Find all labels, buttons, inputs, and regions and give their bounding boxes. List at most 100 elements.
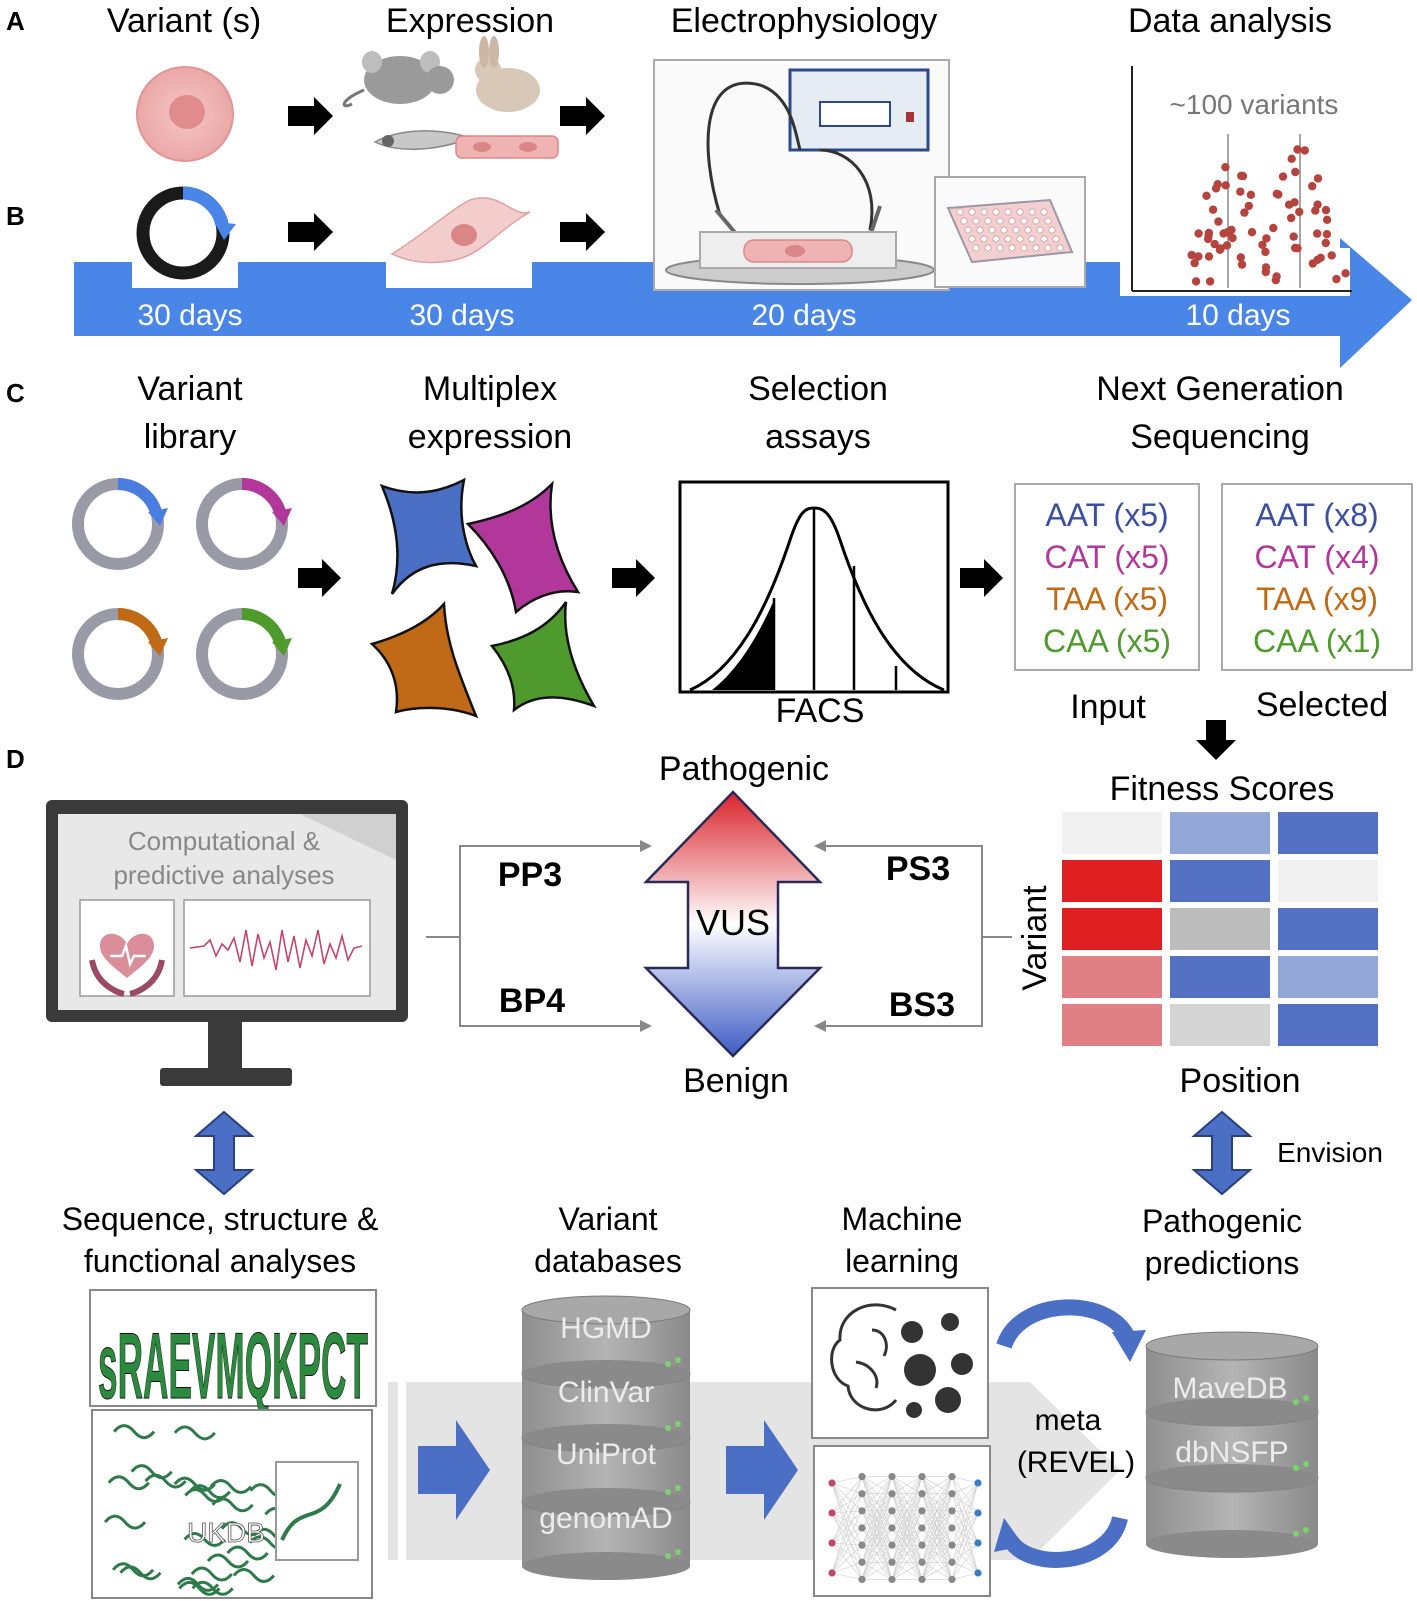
nn-edge xyxy=(861,1510,893,1580)
scatter-point xyxy=(1322,215,1332,224)
multiplex-title: Multiplex xyxy=(423,370,557,408)
nn-node xyxy=(974,1479,982,1487)
scatter-point xyxy=(1284,200,1294,209)
nn-edge xyxy=(831,1542,863,1546)
sequence-logo: sRAEVMQKPCT xyxy=(98,1313,368,1418)
well xyxy=(964,226,972,234)
arrow-icon xyxy=(560,213,605,251)
scatter-point xyxy=(1300,146,1310,155)
nn-edge xyxy=(831,1512,863,1563)
meta-label: meta xyxy=(1035,1404,1102,1437)
well xyxy=(1056,244,1064,252)
panel-label-c: C xyxy=(6,378,25,408)
nn-edge xyxy=(861,1562,893,1580)
scatter-point xyxy=(1321,205,1331,215)
sequence-logo-image xyxy=(89,1289,377,1407)
nn-node xyxy=(948,1507,956,1515)
nn-edge xyxy=(831,1476,863,1484)
db-status-led xyxy=(1303,1395,1309,1401)
cell-nucleus-icon xyxy=(169,95,205,129)
db-status-led xyxy=(675,1549,681,1555)
nn-node xyxy=(918,1472,926,1481)
nn-node xyxy=(918,1507,926,1515)
position-axis-label: Position xyxy=(1180,1062,1301,1100)
protein-ribbon xyxy=(191,1580,234,1596)
computational-label-2: predictive analyses xyxy=(113,860,334,890)
scatter-point xyxy=(1262,234,1271,243)
db-hgmd: HGMD xyxy=(560,1312,652,1345)
well xyxy=(1028,208,1036,216)
nn-edge xyxy=(831,1493,863,1574)
scatter-point xyxy=(1191,277,1201,286)
db-status-led xyxy=(665,1425,671,1431)
db-status-led xyxy=(675,1485,681,1491)
arrow-icon xyxy=(298,559,341,597)
mouse-icon xyxy=(342,51,454,108)
nn-node xyxy=(828,1539,836,1547)
nn-edge xyxy=(921,1476,953,1494)
nn-edge xyxy=(891,1476,923,1494)
nn-edge xyxy=(831,1510,863,1514)
nn-edge xyxy=(921,1476,953,1546)
scatter-point xyxy=(1293,145,1302,154)
criteria-bs3: BS3 xyxy=(889,986,955,1024)
heatmap-cell xyxy=(1062,908,1162,950)
pathogenic-predictions-title-2: predictions xyxy=(1145,1245,1300,1281)
nn-edge xyxy=(951,1493,979,1514)
cycle-arrow-top xyxy=(996,1299,1136,1350)
vus-double-arrow xyxy=(643,790,823,1058)
well xyxy=(1032,217,1040,225)
well xyxy=(1040,208,1048,216)
nn-edge xyxy=(951,1512,979,1580)
variant-databases-stack xyxy=(521,1295,691,1580)
variant-databases-title: Variant xyxy=(558,1201,657,1237)
flow-arrow-icon xyxy=(418,1420,490,1520)
heatmap-cell xyxy=(1170,956,1270,998)
db-genomad: genomAD xyxy=(539,1502,672,1535)
nn-edge xyxy=(861,1476,893,1529)
well xyxy=(972,217,980,225)
nn-edge xyxy=(951,1476,979,1544)
protein-ribbon xyxy=(226,1545,269,1561)
heatmap-cell xyxy=(1278,956,1378,998)
input-count-taa: TAA (x5) xyxy=(1046,581,1168,617)
db-cylinder-bottom xyxy=(1146,1398,1318,1426)
nn-edge xyxy=(831,1493,863,1514)
db-dbnsfp: dbNSFP xyxy=(1175,1436,1288,1469)
input-count-caa: CAA (x5) xyxy=(1043,623,1171,659)
scatter-point xyxy=(1210,239,1219,249)
facs-tail-fill xyxy=(712,600,774,690)
well xyxy=(1012,226,1020,234)
sequence-analyses-title-2: functional analyses xyxy=(84,1243,356,1279)
nn-node xyxy=(858,1558,866,1566)
scatter-point xyxy=(1215,245,1225,254)
db-status-led xyxy=(1293,1399,1299,1405)
nn-edge xyxy=(921,1476,953,1512)
nn-node xyxy=(974,1539,982,1547)
nn-edge xyxy=(951,1542,979,1546)
scatter-point xyxy=(1214,217,1223,226)
variant-library-title-2: library xyxy=(144,418,237,456)
db-status-led xyxy=(1293,1531,1299,1537)
timeline-days-4: 10 days xyxy=(1185,299,1290,332)
nn-node xyxy=(918,1558,926,1566)
cardiomyocyte-icon xyxy=(455,135,559,159)
selected-count-caa: CAA (x1) xyxy=(1253,623,1381,659)
nn-edge xyxy=(951,1512,979,1529)
scatter-point xyxy=(1261,247,1270,257)
nn-edge xyxy=(831,1510,863,1544)
nn-node xyxy=(828,1509,836,1517)
scatter-point xyxy=(1187,250,1196,260)
scatter-point xyxy=(1289,232,1298,241)
sequence-analyses-title: Sequence, structure & xyxy=(62,1201,379,1237)
nn-edge xyxy=(831,1512,863,1580)
revel-label: (REVEL) xyxy=(1017,1446,1135,1479)
nn-edge xyxy=(951,1493,979,1544)
db-status-led xyxy=(675,1357,681,1363)
heatmap-cell xyxy=(1170,1004,1270,1046)
scatter-point xyxy=(1247,228,1257,237)
well xyxy=(1020,217,1028,225)
ngs-title: Next Generation xyxy=(1096,370,1344,408)
nn-edge xyxy=(891,1493,923,1580)
machine-learning-title-2: learning xyxy=(845,1243,959,1279)
